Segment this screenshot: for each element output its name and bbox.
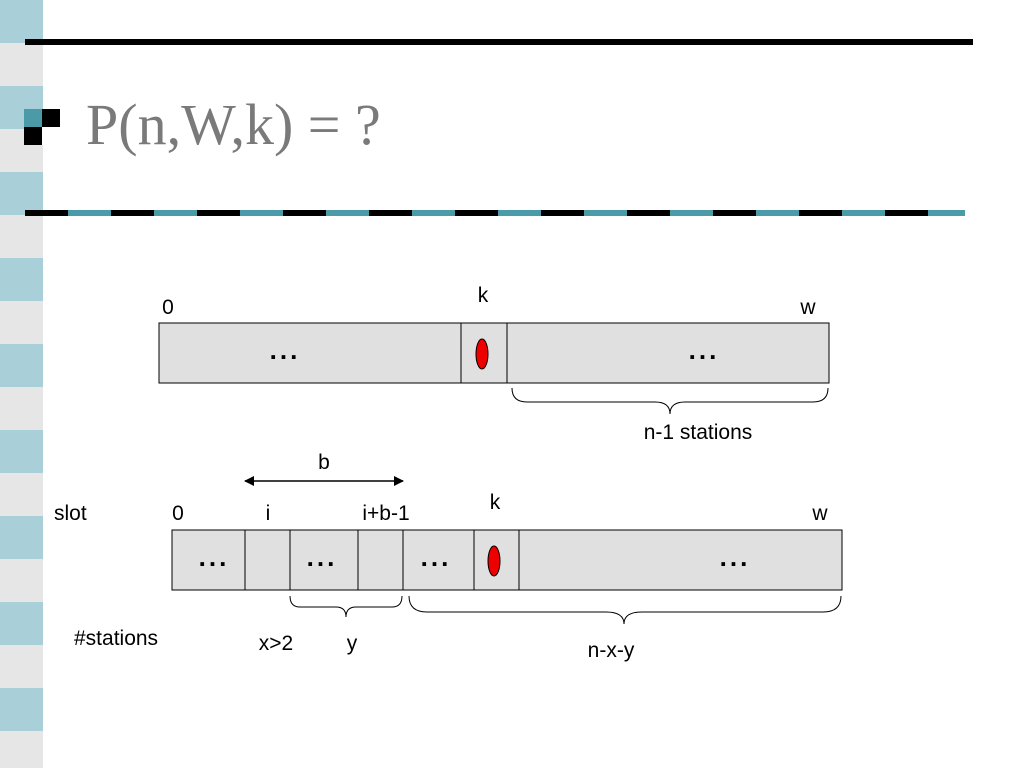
top-brace bbox=[511, 387, 829, 415]
brace-rest bbox=[408, 595, 842, 625]
row-label-stations: #stations bbox=[74, 627, 158, 650]
bottom-dots-3: ... bbox=[421, 542, 452, 572]
top-slot-k bbox=[460, 322, 508, 384]
top-rule bbox=[25, 39, 973, 45]
slot-i bbox=[244, 529, 291, 591]
top-station-marker bbox=[475, 338, 489, 370]
top-dots-right: ... bbox=[689, 335, 720, 365]
bottom-label-start: 0 bbox=[172, 502, 184, 525]
brace-rest-label: n-x-y bbox=[588, 639, 635, 662]
top-label-k: k bbox=[478, 284, 489, 307]
bottom-dots-2: ... bbox=[307, 542, 338, 572]
bottom-station-marker bbox=[487, 545, 501, 577]
bottom-label-k: k bbox=[490, 491, 501, 514]
top-slot-bar bbox=[158, 322, 830, 384]
arrow-label-b: b bbox=[318, 451, 330, 474]
top-brace-label: n-1 stations bbox=[644, 421, 753, 444]
bottom-label-ib1: i+b-1 bbox=[362, 502, 409, 525]
slide-title: P(n,W,k) = ? bbox=[86, 92, 381, 157]
bottom-slot-bar bbox=[171, 529, 843, 591]
top-label-end: w bbox=[799, 296, 816, 319]
slot-i-b-1 bbox=[357, 529, 404, 591]
row-label-slot: slot bbox=[54, 502, 87, 525]
bottom-dots-4: ... bbox=[720, 542, 751, 572]
top-dots-left: ... bbox=[270, 335, 301, 365]
bottom-label-i: i bbox=[266, 502, 271, 525]
brace-x-label: x>2 bbox=[259, 632, 293, 655]
square-bullet-icon bbox=[24, 109, 60, 145]
brace-x bbox=[289, 595, 403, 618]
bottom-label-end: w bbox=[811, 502, 828, 525]
top-label-start: 0 bbox=[162, 296, 174, 319]
brace-y-label: y bbox=[347, 632, 358, 655]
title-underline-rule bbox=[25, 210, 965, 216]
bottom-dots-1: ... bbox=[199, 542, 230, 572]
